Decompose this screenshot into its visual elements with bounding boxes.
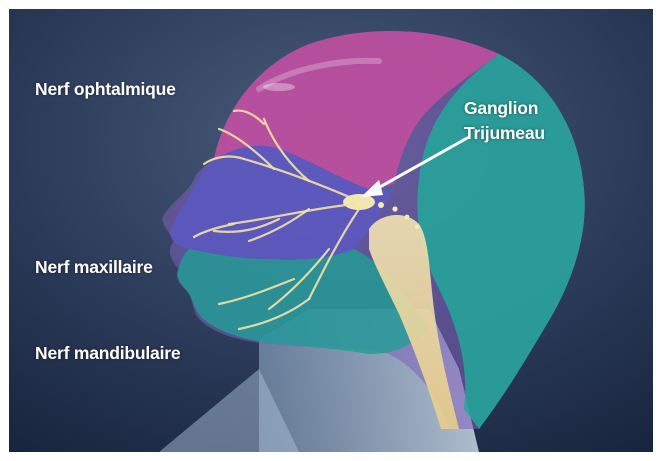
label-mandibular-nerve: Nerf mandibulaire [35, 343, 180, 364]
label-ophthalmic-nerve: Nerf ophtalmique [35, 79, 176, 100]
label-trigeminal-ganglion: Ganglion Trijumeau [464, 96, 545, 146]
illustration-frame: Nerf ophtalmique Nerf maxillaire Nerf ma… [9, 9, 653, 452]
label-ganglion-line1: Ganglion [464, 96, 545, 121]
head-illustration [9, 9, 653, 452]
label-maxillary-nerve: Nerf maxillaire [35, 257, 153, 278]
label-ganglion-line2: Trijumeau [464, 121, 545, 146]
